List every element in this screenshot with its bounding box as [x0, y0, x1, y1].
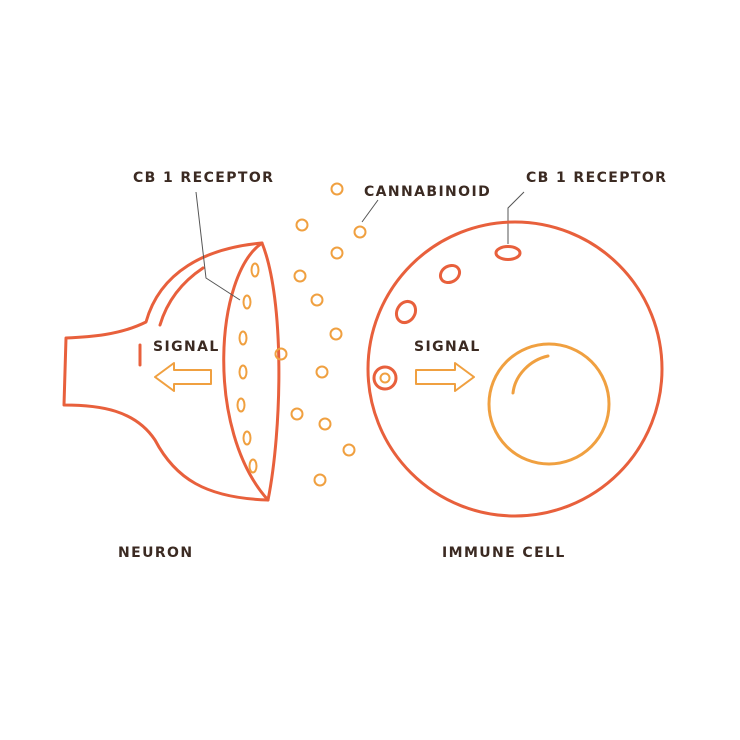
- cannabinoid-molecule: [310, 293, 324, 307]
- cannabinoid-molecule: [329, 327, 343, 341]
- cb1-receptor-right-leader: [507, 191, 525, 244]
- neuron-receptor: [236, 397, 246, 413]
- signal-arrow-right: [415, 362, 475, 392]
- cannabinoid-molecule: [353, 225, 367, 239]
- immune-cell-receptor: [394, 299, 418, 325]
- neuron-synaptic-membrane: [222, 241, 281, 502]
- bound-cannabinoid: [379, 372, 391, 384]
- neuron-receptor: [242, 294, 252, 310]
- signal-neuron-label: SIGNAL: [153, 339, 220, 355]
- neuron-receptor: [248, 458, 258, 474]
- cannabinoid-molecule: [342, 443, 356, 457]
- cannabinoid-leader: [361, 199, 379, 223]
- signal-arrow-left: [154, 362, 212, 392]
- neuron-receptor: [242, 430, 252, 446]
- cb1-receptor-left-leader: [195, 191, 241, 301]
- neuron-inner-curve-top: [158, 266, 205, 327]
- neuron-receptor: [250, 262, 260, 278]
- cb1-receptor-immune-label: CB 1 RECEPTOR: [526, 170, 668, 186]
- cannabinoid-molecule: [293, 269, 307, 283]
- cannabinoid-molecule: [330, 182, 344, 196]
- neuron-label: NEURON: [118, 545, 194, 561]
- immune-cell-receptor-bound: [372, 365, 398, 391]
- immune-cell-receptors: [372, 245, 522, 391]
- neuron-receptor: [238, 330, 248, 346]
- immune-cell-receptor: [438, 263, 462, 285]
- cannabinoid-molecules: [274, 182, 367, 487]
- neuron-receptors: [236, 262, 260, 474]
- nucleus: [487, 342, 611, 466]
- cannabinoid-molecule: [274, 347, 288, 361]
- cannabinoid-molecule: [315, 365, 329, 379]
- immune-cell-label: IMMUNE CELL: [442, 545, 566, 561]
- cb1-receptor-neuron-label: CB 1 RECEPTOR: [133, 170, 275, 186]
- immune-cell-receptor: [494, 245, 522, 261]
- immune-cell-outline: [366, 220, 664, 518]
- cannabinoid-molecule: [330, 246, 344, 260]
- neuron-terminal-outline: [62, 241, 270, 502]
- neuron-receptor: [238, 364, 248, 380]
- cannabinoid-label: CANNABINOID: [364, 184, 492, 200]
- cannabinoid-molecule: [295, 218, 309, 232]
- nucleus-highlight-curve: [511, 354, 550, 395]
- cannabinoid-molecule: [318, 417, 332, 431]
- cannabinoid-molecule: [290, 407, 304, 421]
- signal-immune-label: SIGNAL: [414, 339, 481, 355]
- cannabinoid-molecule: [313, 473, 327, 487]
